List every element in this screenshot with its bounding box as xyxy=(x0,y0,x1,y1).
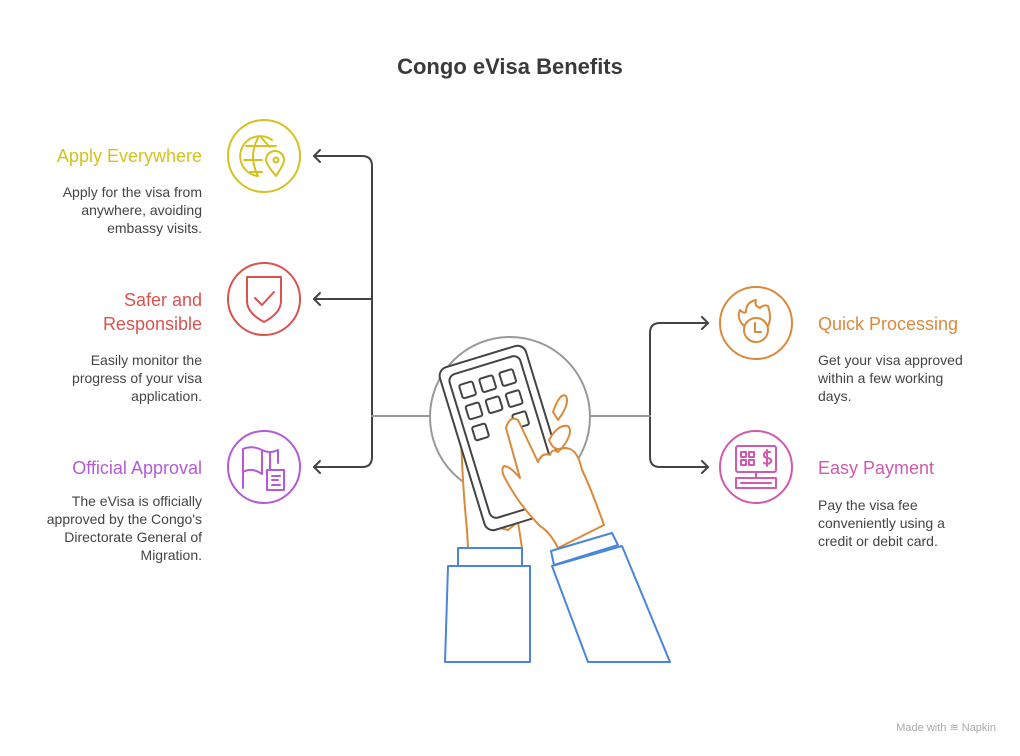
napkin-logo-icon: ≋ xyxy=(949,722,959,734)
heading-safer-responsible: Safer and Responsible xyxy=(103,288,202,336)
description-line: credit or debit card. xyxy=(818,533,938,549)
fire-clock-icon xyxy=(719,286,793,360)
description-line: Get your visa approved xyxy=(818,352,963,368)
heading-official-approval: Official Approval xyxy=(72,458,202,478)
center-links xyxy=(371,336,651,498)
description-line: Directorate General of xyxy=(64,529,202,545)
made-with-text: Made with xyxy=(896,722,947,734)
description-line: embassy visits. xyxy=(107,220,202,236)
description-line: days. xyxy=(818,388,852,404)
diagram-title: Congo eVisa Benefits xyxy=(397,54,623,79)
description-easy-payment: Pay the visa fee conveniently using a cr… xyxy=(818,496,945,550)
shield-check-icon xyxy=(227,262,301,336)
napkin-brand-text: Napkin xyxy=(961,722,996,734)
description-line: progress of your visa xyxy=(72,370,202,386)
description-line: approved by the Congo's xyxy=(46,511,202,527)
heading-apply-everywhere: Apply Everywhere xyxy=(56,146,202,166)
payment-terminal-icon xyxy=(719,430,793,504)
heading-quick-processing: Quick Processing xyxy=(818,314,959,334)
description-line: Apply for the visa from xyxy=(62,184,202,200)
description-safer-responsible: Easily monitor the progress of your visa… xyxy=(72,351,202,405)
heading-line: Responsible xyxy=(102,314,202,334)
description-line: application. xyxy=(131,388,202,404)
napkin-watermark: Made with ≋ Napkin xyxy=(896,721,996,734)
description-line: Pay the visa fee xyxy=(818,497,918,513)
description-line: within a few working xyxy=(818,370,944,386)
heading-line: Safer and xyxy=(123,290,202,310)
hands-phone-illustration xyxy=(438,344,671,663)
description-line: Easily monitor the xyxy=(90,352,202,368)
description-apply-everywhere: Apply for the visa from anywhere, avoidi… xyxy=(63,183,202,237)
globe-location-icon xyxy=(227,119,301,193)
description-line: Migration. xyxy=(140,547,202,563)
description-quick-processing: Get your visa approved within a few work… xyxy=(818,351,963,405)
description-line: anywhere, avoiding xyxy=(81,202,202,218)
heading-easy-payment: Easy Payment xyxy=(818,458,935,478)
map-document-icon xyxy=(227,430,301,504)
description-line: The eVisa is officially xyxy=(71,493,202,509)
connector-lines xyxy=(313,149,709,474)
description-official-approval: The eVisa is officially approved by the … xyxy=(47,492,202,564)
description-line: conveniently using a xyxy=(818,515,945,531)
